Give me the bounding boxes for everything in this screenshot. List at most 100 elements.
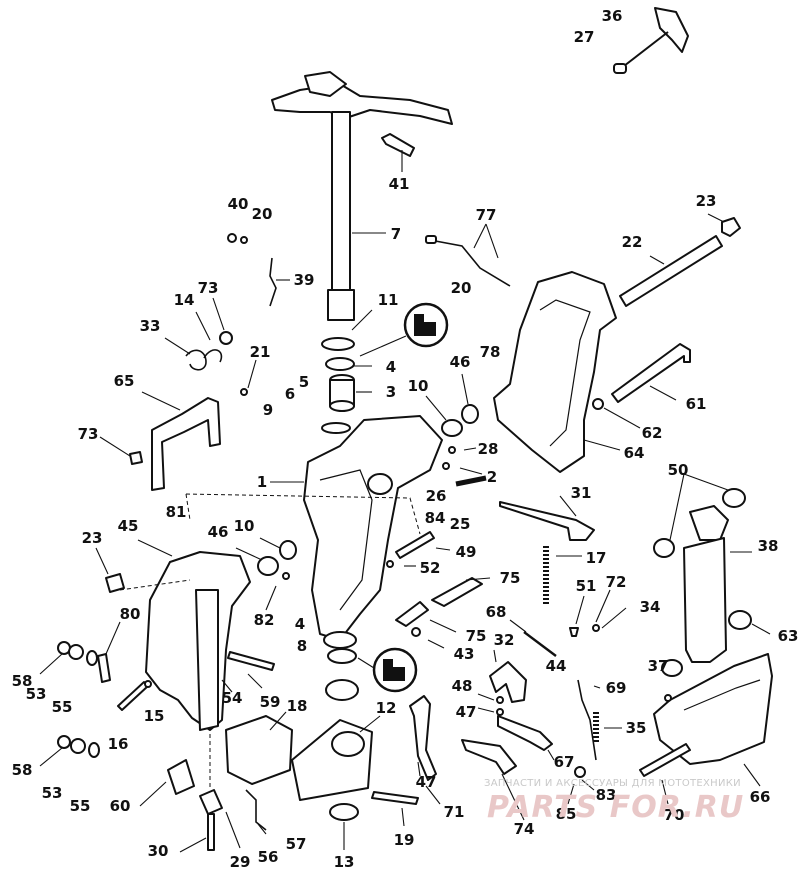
- watermark-tagline: ЗАПЧАСТИ И АКСЕССУАРЫ ДЛЯ МОТОТЕХНИКИ: [484, 778, 741, 789]
- callout-23: 23: [695, 192, 717, 210]
- part-22-tilt-tube: [619, 213, 741, 307]
- callout-53: 53: [25, 685, 47, 703]
- callout-84: 84: [424, 509, 446, 527]
- callout-56: 56: [257, 848, 279, 866]
- callout-72: 72: [605, 573, 627, 591]
- parts-40-20-39-small: [227, 233, 290, 307]
- callout-36: 36: [601, 7, 623, 25]
- callout-14: 14: [173, 291, 195, 309]
- callout-58: 58: [11, 672, 33, 690]
- callout-2: 2: [486, 468, 498, 486]
- callout-55: 55: [69, 797, 91, 815]
- parts-46-10-82-left: [235, 537, 297, 611]
- callout-11: 11: [377, 291, 399, 309]
- callout-43: 43: [453, 645, 475, 663]
- part-66-support-block: [653, 653, 773, 787]
- callout-54: 54: [221, 689, 243, 707]
- callout-61: 61: [685, 395, 707, 413]
- callout-20: 20: [251, 205, 273, 223]
- callout-22: 22: [621, 233, 643, 251]
- callout-64: 64: [623, 444, 645, 462]
- callout-81: 81: [165, 503, 187, 521]
- part-77-wire: [425, 223, 511, 287]
- assembly-guide-lines: [119, 493, 421, 790]
- callout-45: 45: [117, 517, 139, 535]
- callout-5: 5: [298, 373, 310, 391]
- part-12-clamp: [291, 715, 381, 801]
- callout-10: 10: [407, 377, 429, 395]
- parts-70-37-pins: [639, 694, 691, 805]
- part-19-bolt: [371, 791, 419, 827]
- callout-19: 19: [393, 831, 415, 849]
- callout-18: 18: [286, 697, 308, 715]
- part-1-swivel-bracket: [270, 415, 443, 649]
- callout-52: 52: [419, 559, 441, 577]
- callout-80: 80: [119, 605, 141, 623]
- callout-83: 83: [595, 786, 617, 804]
- part-13-nut: [329, 803, 359, 850]
- callout-47: 47: [455, 703, 477, 721]
- callout-47: 47: [415, 773, 437, 791]
- part-38-tilt-cylinder: [653, 473, 771, 677]
- part-61-rod: [592, 343, 691, 429]
- callout-46: 46: [449, 353, 471, 371]
- callout-16: 16: [107, 735, 129, 753]
- callout-6: 6: [284, 385, 296, 403]
- callout-23: 23: [81, 529, 103, 547]
- callout-67: 67: [553, 753, 575, 771]
- callout-4: 4: [385, 358, 397, 376]
- callout-48: 48: [451, 677, 473, 695]
- callout-58: 58: [11, 761, 33, 779]
- callout-38: 38: [757, 537, 779, 555]
- callout-3: 3: [385, 383, 397, 401]
- parts-33-14-73-21: [164, 297, 257, 396]
- callout-82: 82: [253, 611, 275, 629]
- parts-28-2-25-26: [442, 446, 487, 487]
- callout-73: 73: [77, 425, 99, 443]
- part-8-bearing: [325, 648, 359, 701]
- callout-20: 20: [450, 279, 472, 297]
- callout-55: 55: [51, 698, 73, 716]
- callout-31: 31: [570, 484, 592, 502]
- callout-70: 70: [663, 806, 685, 824]
- part-45-transom-bracket-left: [137, 539, 251, 731]
- callout-41: 41: [388, 175, 410, 193]
- callout-71: 71: [443, 803, 465, 821]
- callout-51: 51: [575, 577, 597, 595]
- callout-62: 62: [641, 424, 663, 442]
- callout-73: 73: [197, 279, 219, 297]
- callout-4: 4: [294, 615, 306, 633]
- watermark-brand: PARTS FOR.RU: [487, 790, 745, 825]
- part-31-rod: [499, 495, 595, 541]
- callout-1: 1: [256, 473, 268, 491]
- parts-69-35-83-85: [567, 679, 622, 805]
- callout-17: 17: [585, 549, 607, 567]
- callout-25: 25: [449, 515, 471, 533]
- callout-53: 53: [41, 784, 63, 802]
- sealant-symbol-badge-bottom: [357, 647, 418, 693]
- callout-59: 59: [259, 693, 281, 711]
- callout-30: 30: [147, 842, 169, 860]
- parts-60-30-29-56-57: [139, 759, 267, 853]
- parts-32-48-47-71-74-67-linkage: [409, 649, 555, 821]
- parts-49-52-75-43-17: [386, 531, 582, 649]
- part-7-steering-arm: [271, 71, 453, 321]
- callout-44: 44: [545, 657, 567, 675]
- callout-8: 8: [296, 637, 308, 655]
- callout-37: 37: [647, 657, 669, 675]
- parts-11-4-3-5-bushings: [321, 309, 373, 434]
- callout-28: 28: [477, 440, 499, 458]
- callout-50: 50: [667, 461, 689, 479]
- callout-34: 34: [639, 598, 661, 616]
- part-65-bracket: [99, 391, 221, 491]
- callout-46: 46: [207, 523, 229, 541]
- parts-16-15-59-54: [117, 651, 275, 711]
- parts-68-51-72-34: [509, 589, 627, 657]
- sealant-symbol-badge-top: [359, 302, 449, 357]
- callout-74: 74: [513, 820, 535, 838]
- part-41-bolt: [381, 133, 415, 172]
- callout-32: 32: [493, 631, 515, 649]
- callout-9: 9: [262, 401, 274, 419]
- parts-23-80-left: [95, 547, 125, 683]
